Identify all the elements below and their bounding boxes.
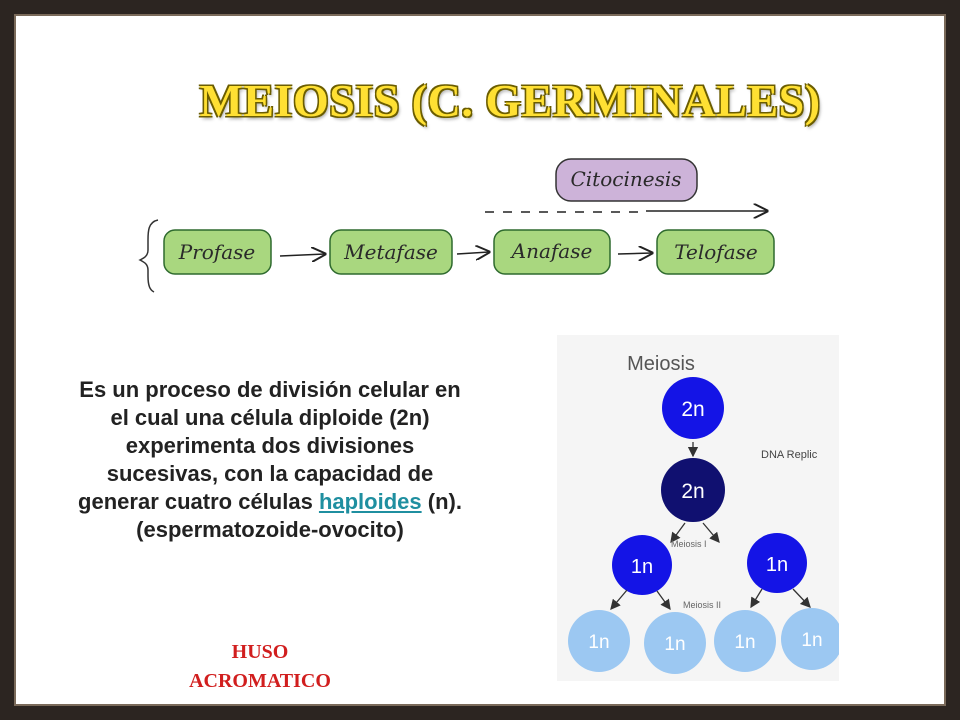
phase-telofase: Telofase [656,229,775,275]
cell-2n-replicated-label: 2n [681,480,704,503]
metafase-label: Metafase [343,240,438,264]
huso-line-2: ACROMATICO [189,670,331,692]
cell-2n-top-label: 2n [681,398,704,421]
diagram-heading: Meiosis [627,353,695,375]
phase-anafase: Anafase [493,229,611,275]
cell-1n-m2-3-label: 1n [734,632,755,653]
cell-1n-m1-left: 1n [612,535,672,595]
description-part-1: Es un proceso de división celular en el … [78,377,461,514]
meiosis-1-label: Meiosis I [671,539,707,549]
cell-1n-m2-2-label: 1n [664,634,685,655]
arrow-meiosis1-right [702,522,720,543]
cell-1n-m2-2: 1n [644,612,706,674]
arrow-meiosis1-left [670,522,686,544]
arrow-anafase-telofase [617,253,652,254]
cell-2n-top: 2n [662,377,724,439]
cell-1n-m1-left-label: 1n [631,556,653,578]
profase-label: Profase [178,240,255,264]
curly-brace [138,219,159,293]
haploides-link[interactable]: haploides [318,489,422,514]
slide: MEIOSIS (C. GERMINALES) Citocinesis Prof… [14,14,946,706]
arrow-m2-1 [610,589,628,610]
arrow-m2-2 [656,590,671,611]
cell-1n-m2-3: 1n [714,610,776,672]
description-part-2: (n).(espermatozoide-ovocito) [136,489,462,542]
huso-line-1: HUSO [231,641,289,663]
cell-1n-m1-right: 1n [747,533,807,593]
anafase-label: Anafase [510,239,593,263]
cell-1n-m2-4-label: 1n [801,630,822,651]
huso-acromatico-label: HUSO ACROMATICO [170,638,350,696]
phase-flow-diagram: Citocinesis Profase Metafase Anafase Tel… [138,158,775,293]
phase-citocinesis: Citocinesis [555,158,698,202]
cell-1n-m2-4: 1n [781,608,839,670]
phase-profase: Profase [163,229,272,275]
cell-1n-m2-1: 1n [568,610,630,672]
citocinesis-label: Citocinesis [570,167,681,191]
meiosis-cell-diagram: Meiosis DNA Replic 2n 2n Meiosis I 1n 1n [557,335,839,681]
meiosis-2-label: Meiosis II [683,600,721,610]
arrow-metafase-anafase [456,252,489,254]
arrow-m2-4 [792,588,811,608]
phase-metafase: Metafase [329,229,453,275]
slide-title: MEIOSIS (C. GERMINALES) [199,75,821,126]
cell-2n-replicated: 2n [661,458,725,522]
cell-1n-m2-1-label: 1n [588,632,609,653]
arrow-m2-3 [750,588,763,609]
telofase-label: Telofase [674,240,758,264]
dna-replication-label: DNA Replic [761,449,818,461]
cell-1n-m1-right-label: 1n [766,554,788,576]
arrow-profase-metafase [279,254,325,256]
description-text: Es un proceso de división celular en el … [70,376,470,544]
